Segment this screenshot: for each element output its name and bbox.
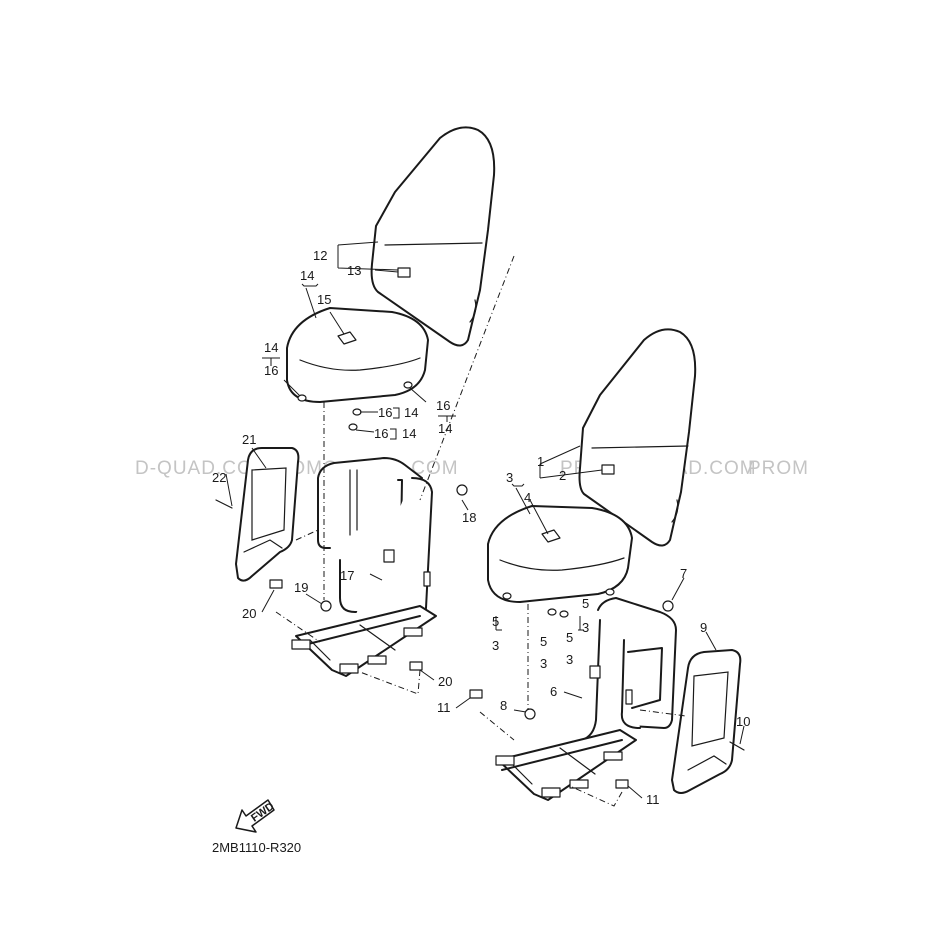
backrest-left <box>370 126 496 347</box>
callout-17: 17 <box>340 568 354 583</box>
callout-3: 3 <box>492 638 499 653</box>
callout-3: 3 <box>540 656 547 671</box>
centerlines <box>275 255 687 807</box>
seat-frame-left <box>291 457 437 677</box>
drawing-code: 2MB1110-R320 <box>212 840 301 855</box>
callout-5: 5 <box>492 614 499 629</box>
callout-6: 6 <box>550 684 557 699</box>
callout-13: 13 <box>347 263 361 278</box>
callout-11: 11 <box>646 792 660 807</box>
callout-12: 12 <box>313 248 327 263</box>
seat-cushion-right <box>487 505 633 603</box>
callout-16: 16 <box>264 363 278 378</box>
side-panel-left <box>235 447 300 582</box>
callout-22: 22 <box>212 470 226 485</box>
callout-14: 14 <box>404 405 418 420</box>
callout-21: 21 <box>242 432 256 447</box>
seat-frame-right <box>495 597 677 801</box>
callout-10: 10 <box>736 714 750 729</box>
callout-16: 16 <box>378 405 392 420</box>
watermark: D-QUAD.COM PROMO-QUAD.COM PROMO-QUAD.COM… <box>135 458 809 479</box>
fwd-label: FWD <box>249 800 276 824</box>
callout-19: 19 <box>294 580 308 595</box>
callout-16: 16 <box>436 398 450 413</box>
callout-16: 16 <box>374 426 388 441</box>
callout-3: 3 <box>582 620 589 635</box>
callout-5: 5 <box>582 596 589 611</box>
callout-3: 3 <box>506 470 513 485</box>
callout-20: 20 <box>438 674 452 689</box>
fasteners <box>215 381 745 789</box>
callout-5: 5 <box>566 630 573 645</box>
callout-2: 2 <box>559 468 566 483</box>
forward-direction-arrow: FWD <box>235 799 276 833</box>
callout-20: 20 <box>242 606 256 621</box>
callout-11: 11 <box>437 700 451 715</box>
leader-lines <box>225 241 745 799</box>
callout-14: 14 <box>264 340 278 355</box>
callout-14: 14 <box>438 421 452 436</box>
callout-labels: 1 2 3 4 5 3 5 3 5 3 5 3 6 7 8 9 10 11 11… <box>212 248 750 807</box>
backrest-right <box>578 328 697 547</box>
watermark-text-1: D-QUAD.COM <box>135 458 270 479</box>
watermark-text-4: PROM <box>748 458 809 479</box>
callout-7: 7 <box>680 566 687 581</box>
callout-3: 3 <box>566 652 573 667</box>
callout-1: 1 <box>537 454 544 469</box>
callout-4: 4 <box>524 490 531 505</box>
callout-14: 14 <box>300 268 314 283</box>
group-brackets <box>301 283 525 487</box>
callout-9: 9 <box>700 620 707 635</box>
side-panel-right <box>671 649 742 794</box>
callout-8: 8 <box>500 698 507 713</box>
callout-18: 18 <box>462 510 476 525</box>
callout-5: 5 <box>540 634 547 649</box>
callout-14: 14 <box>402 426 416 441</box>
callout-15: 15 <box>317 292 331 307</box>
